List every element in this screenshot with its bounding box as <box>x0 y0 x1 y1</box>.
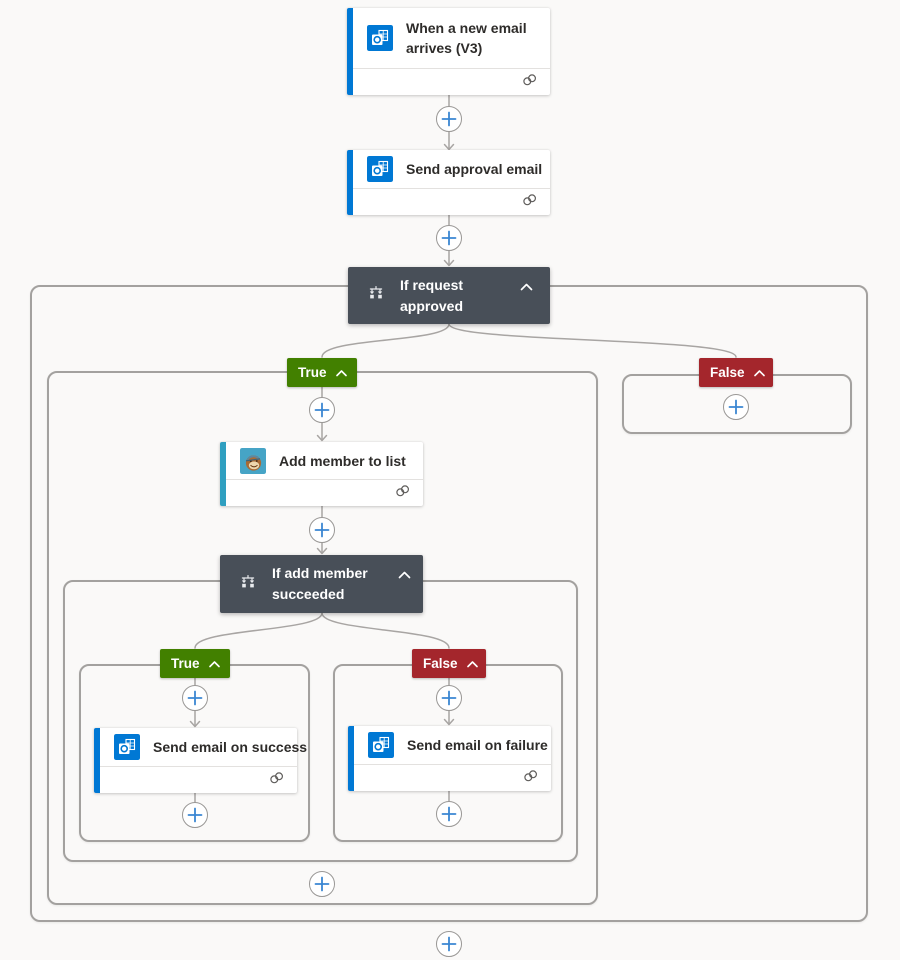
action-card-send-approval-email[interactable]: Send approval email <box>347 150 550 215</box>
branch-label: False <box>710 365 745 380</box>
plus-icon <box>314 522 330 538</box>
trigger-card-when-new-email-arrives[interactable]: When a new email arrives (V3) <box>347 8 550 95</box>
action-card-send-email-on-failure[interactable]: Send email on failure <box>348 726 551 791</box>
condition-icon <box>239 573 257 596</box>
card-title: When a new email arrives (V3) <box>406 20 527 56</box>
plus-icon <box>441 936 457 952</box>
action-card-send-email-on-success[interactable]: Send email on success <box>94 728 307 793</box>
insert-step-button[interactable] <box>182 802 208 828</box>
chevron-up-icon <box>466 656 478 671</box>
branch-badge-true[interactable]: True <box>287 358 357 387</box>
insert-step-button[interactable] <box>436 225 462 251</box>
outlook-icon <box>368 732 394 758</box>
card-accent-bar <box>348 726 354 791</box>
outlook-icon <box>367 25 393 51</box>
plus-icon <box>187 690 203 706</box>
card-accent-bar <box>347 150 353 215</box>
branch-badge-true[interactable]: True <box>160 649 230 678</box>
chevron-up-icon <box>208 656 220 671</box>
insert-step-button[interactable] <box>436 106 462 132</box>
branch-label: False <box>423 656 458 671</box>
connection-icon <box>268 771 285 790</box>
plus-icon <box>441 230 457 246</box>
chevron-up-icon[interactable] <box>520 278 533 296</box>
insert-step-button[interactable] <box>182 685 208 711</box>
plus-icon <box>314 876 330 892</box>
chevron-up-icon[interactable] <box>398 566 411 584</box>
chevron-up-icon <box>753 365 765 380</box>
card-title: Send email on failure <box>407 737 548 753</box>
branch-label: True <box>298 365 327 380</box>
branch-label: True <box>171 656 200 671</box>
insert-step-button[interactable] <box>436 931 462 957</box>
insert-step-button[interactable] <box>309 397 335 423</box>
outlook-icon <box>367 156 393 182</box>
branch-badge-false[interactable]: False <box>699 358 773 387</box>
condition-card-if-request-approved[interactable]: If request approved <box>348 267 550 324</box>
card-title: Send approval email <box>406 161 543 177</box>
chevron-up-icon <box>335 365 347 380</box>
connection-icon <box>521 193 538 212</box>
insert-step-button[interactable] <box>723 394 749 420</box>
card-title: Send email on success <box>153 739 308 755</box>
plus-icon <box>441 806 457 822</box>
insert-step-button[interactable] <box>309 517 335 543</box>
condition-icon <box>367 284 385 307</box>
card-accent-bar <box>220 442 226 506</box>
card-accent-bar <box>94 728 100 793</box>
condition-title: If add member succeeded <box>272 565 368 602</box>
plus-icon <box>441 690 457 706</box>
condition-card-if-add-member-succeeded[interactable]: If add member succeeded <box>220 555 423 613</box>
condition-title: If request approved <box>400 276 464 314</box>
branch-badge-false[interactable]: False <box>412 649 486 678</box>
plus-icon <box>187 807 203 823</box>
connection-icon <box>521 73 538 92</box>
action-card-add-member-to-list[interactable]: Add member to list <box>220 442 423 506</box>
connection-icon <box>522 769 539 788</box>
card-title: Add member to list <box>279 452 406 469</box>
insert-step-button[interactable] <box>309 871 335 897</box>
insert-step-button[interactable] <box>436 685 462 711</box>
plus-icon <box>314 402 330 418</box>
plus-icon <box>728 399 744 415</box>
plus-icon <box>441 111 457 127</box>
mailchimp-icon <box>240 447 266 474</box>
connection-icon <box>394 484 411 503</box>
card-accent-bar <box>347 8 353 95</box>
outlook-icon <box>114 734 140 760</box>
insert-step-button[interactable] <box>436 801 462 827</box>
